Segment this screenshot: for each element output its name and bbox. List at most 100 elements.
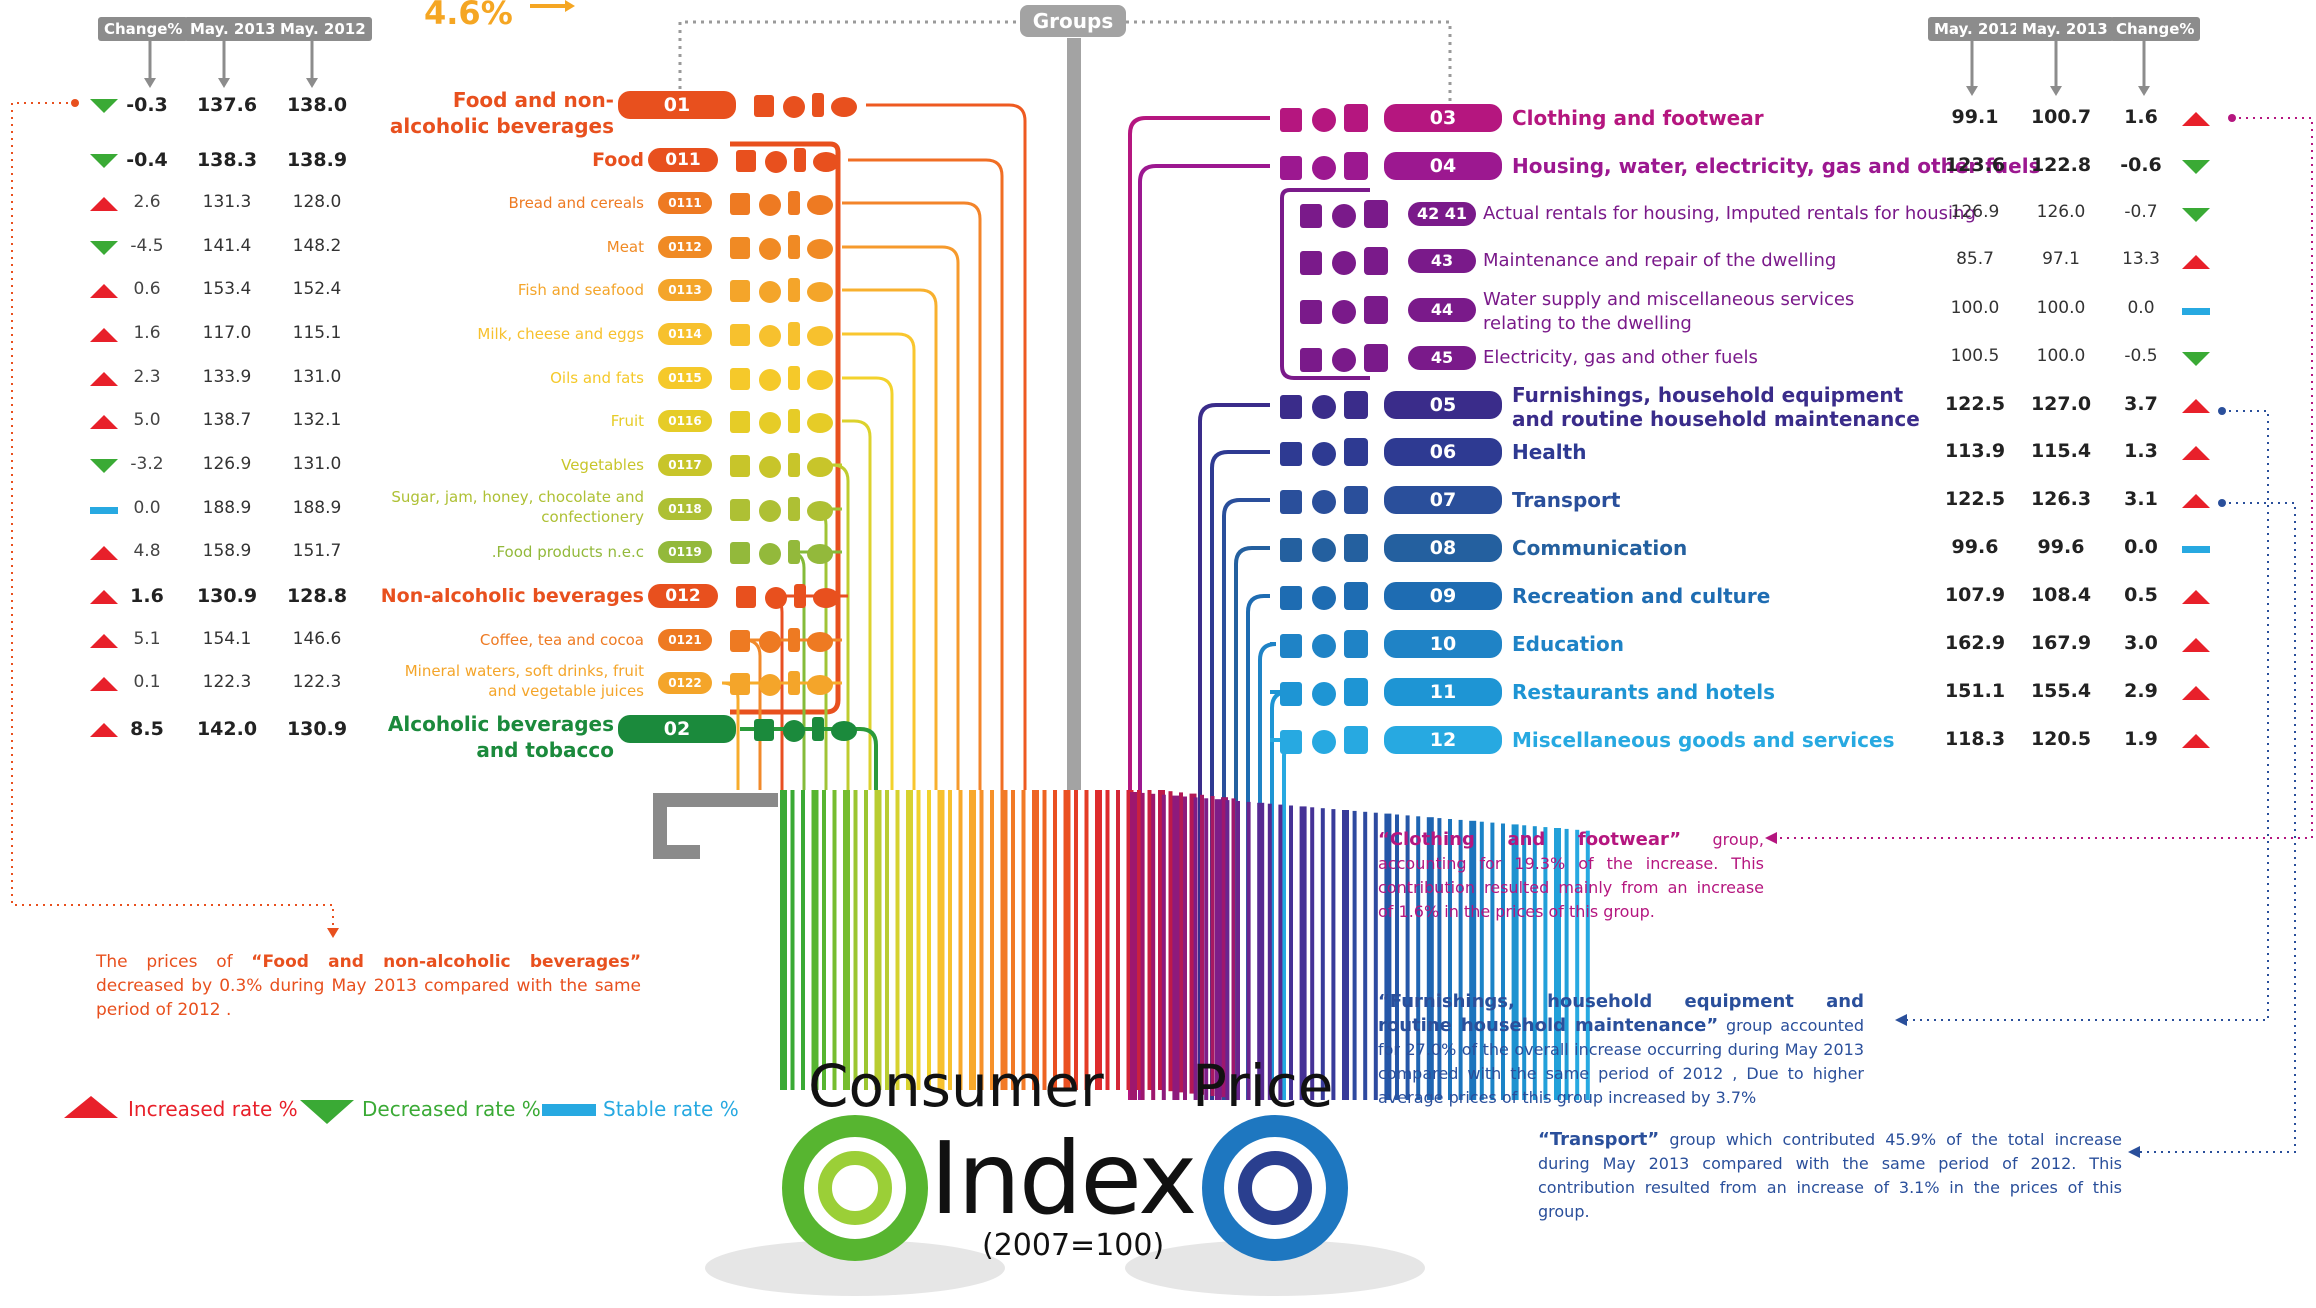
left-row-label-0113: Fish and seafood bbox=[517, 281, 644, 299]
barcode-bar bbox=[1172, 795, 1180, 1100]
left-row-change: 0.0 bbox=[133, 498, 161, 518]
left-row-may2013: 153.4 bbox=[202, 279, 252, 299]
barcode-bar bbox=[1116, 790, 1120, 1090]
connector-line bbox=[1258, 642, 1277, 1100]
legend-decrease-icon bbox=[300, 1100, 354, 1124]
clothing-note-text: group, accounting for 19.3% of the incre… bbox=[1378, 830, 1765, 921]
left-row-indicator-012-icon bbox=[90, 590, 118, 604]
barcode-bar bbox=[1130, 792, 1137, 1100]
right-row-may2013: 155.4 bbox=[2030, 680, 2092, 702]
right-row-may2012: 118.3 bbox=[1944, 728, 2006, 750]
right-row-code-06: 06 bbox=[1384, 438, 1502, 466]
left-row-icon-0115-icon bbox=[726, 362, 836, 394]
left-row-may2012: 122.3 bbox=[292, 672, 342, 692]
right-row-change: -0.5 bbox=[2124, 346, 2158, 366]
food-subgroup-bracket bbox=[730, 141, 841, 715]
left-row-may2012: 138.0 bbox=[286, 94, 348, 116]
title-index: Index bbox=[930, 1120, 1197, 1237]
right-row-may2013: 126.0 bbox=[2036, 202, 2086, 222]
left-row-indicator-0115-icon bbox=[90, 372, 118, 386]
left-row-icon-0114-icon bbox=[726, 318, 836, 350]
barcode-bar bbox=[1147, 790, 1152, 1090]
left-row-label-0115: Oils and fats bbox=[550, 369, 644, 387]
barcode-bar bbox=[1554, 828, 1561, 1100]
left-col-header: May. 2012 bbox=[274, 17, 372, 41]
barcode-bar bbox=[1299, 806, 1307, 1100]
clothing-callout-arrowhead bbox=[1765, 832, 1777, 844]
barcode-bar bbox=[874, 790, 882, 1090]
left-row-may2013: 137.6 bbox=[196, 94, 258, 116]
left-row-indicator-0118-icon bbox=[90, 507, 118, 514]
barcode-bar bbox=[1225, 800, 1230, 1100]
left-row-label-0117: Vegetables bbox=[561, 456, 644, 474]
barcode-bar bbox=[822, 790, 826, 1090]
connector-line bbox=[842, 376, 894, 790]
left-row-may2013: 138.3 bbox=[196, 149, 258, 171]
right-row-may2013: 127.0 bbox=[2030, 393, 2092, 415]
right-row-indicator-44-icon bbox=[2182, 308, 2210, 315]
food-note-text-a: The prices of bbox=[96, 952, 252, 972]
left-row-change: 0.6 bbox=[133, 279, 161, 299]
right-row-icon-09-icon bbox=[1276, 578, 1376, 614]
left-row-may2013: 188.9 bbox=[202, 498, 252, 518]
right-row-label-03: Clothing and footwear bbox=[1512, 106, 1764, 130]
left-row-indicator-0116-icon bbox=[90, 415, 118, 429]
barcode-bar bbox=[1183, 796, 1187, 1100]
left-row-change: 5.0 bbox=[133, 410, 161, 430]
connector-line bbox=[1138, 164, 1270, 1100]
barcode-bar bbox=[1042, 790, 1047, 1090]
left-row-code-0112: 0112 bbox=[658, 236, 712, 258]
right-row-change: -0.7 bbox=[2124, 202, 2158, 222]
right-row-icon-44-icon bbox=[1296, 292, 1396, 328]
left-row-indicator-01-icon bbox=[90, 99, 118, 113]
right-row-icon-12-icon bbox=[1276, 722, 1376, 758]
top-value: 4.6% bbox=[424, 0, 513, 32]
left-row-change: 8.5 bbox=[130, 718, 164, 740]
barcode-bar bbox=[1501, 823, 1505, 1100]
transport-callout-arrowhead bbox=[2128, 1146, 2140, 1158]
barcode-bar bbox=[1267, 803, 1272, 1100]
right-row-change: 3.1 bbox=[2124, 488, 2158, 510]
left-row-indicator-0121-icon bbox=[90, 634, 118, 648]
food-callout-line bbox=[11, 102, 334, 930]
left-row-label-0116: Fruit bbox=[610, 412, 644, 430]
left-row-indicator-0113-icon bbox=[90, 284, 118, 298]
transport-note-highlight: “Transport” bbox=[1538, 1129, 1660, 1150]
right-row-code-05: 05 bbox=[1384, 391, 1502, 419]
right-row-may2012: 100.0 bbox=[1950, 298, 2000, 318]
barcode-bar bbox=[1331, 809, 1336, 1100]
right-row-may2013: 126.3 bbox=[2030, 488, 2092, 510]
left-row-code-02: 02 bbox=[618, 715, 736, 743]
barcode-bar bbox=[1084, 790, 1089, 1090]
right-row-change: 1.6 bbox=[2124, 106, 2158, 128]
green-ring-inner bbox=[818, 1151, 892, 1225]
right-row-icon-05-icon bbox=[1276, 387, 1376, 423]
right-row-indicator-05-icon bbox=[2182, 399, 2210, 413]
connector-line bbox=[1222, 498, 1270, 1100]
left-row-icon-0111-icon bbox=[726, 187, 836, 219]
left-row-icon-0117-icon bbox=[726, 449, 836, 481]
left-row-may2012: 152.4 bbox=[292, 279, 342, 299]
right-row-change: -0.6 bbox=[2120, 154, 2162, 176]
legend-increase-label: Increased rate % bbox=[128, 1097, 298, 1121]
barcode-bar bbox=[916, 790, 921, 1090]
right-row-label-08: Communication bbox=[1512, 536, 1688, 560]
right-row-icon-10-icon bbox=[1276, 626, 1376, 662]
left-row-indicator-0114-icon bbox=[90, 328, 118, 342]
barcode-bar bbox=[1522, 825, 1527, 1100]
right-row-indicator-07-icon bbox=[2182, 494, 2210, 508]
furnishing-note-highlight: “Furnishings, household equipment and ro… bbox=[1378, 991, 1864, 1036]
food-note-text-b: decreased by 0.3% during May 2013 compar… bbox=[96, 976, 641, 1020]
connector-line bbox=[842, 201, 982, 790]
right-row-code-03: 03 bbox=[1384, 104, 1502, 132]
food-callout-dot bbox=[71, 99, 79, 107]
barcode-bar bbox=[1532, 826, 1537, 1100]
left-row-code-0122: 0122 bbox=[658, 672, 712, 694]
connector-line bbox=[866, 103, 1027, 790]
left-row-icon-0113-icon bbox=[726, 274, 836, 306]
left-row-code-0114: 0114 bbox=[658, 323, 712, 345]
right-row-may2013: 100.0 bbox=[2036, 298, 2086, 318]
left-row-code-01: 01 bbox=[618, 91, 736, 119]
left-row-indicator-0117-icon bbox=[90, 459, 118, 473]
barcode-bar bbox=[1395, 814, 1399, 1100]
